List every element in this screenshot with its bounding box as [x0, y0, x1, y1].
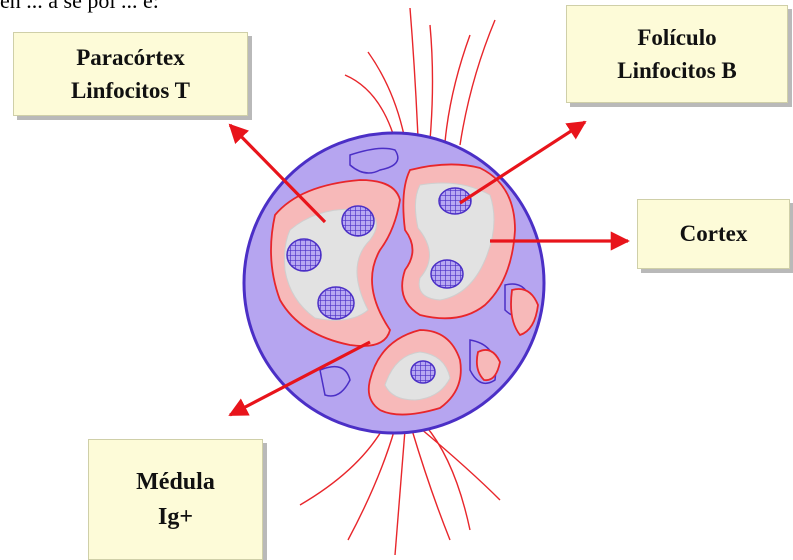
paracortex-line1: Paracórtex [76, 41, 185, 74]
medula-line1: Médula [136, 465, 215, 500]
label-paracortex: Paracórtex Linfocitos T [13, 32, 248, 116]
label-foliculo: Folículo Linfocitos B [566, 5, 788, 103]
foliculo-line1: Folículo [637, 21, 716, 54]
label-medula: Médula Ig+ [88, 439, 263, 560]
label-cortex: Cortex [637, 199, 790, 269]
top-vessels [345, 8, 495, 145]
medula-line2: Ig+ [158, 500, 193, 535]
bottom-vessels [300, 425, 500, 555]
paracortex-line2: Linfocitos T [71, 74, 190, 107]
cortex-line1: Cortex [680, 217, 748, 250]
foliculo-line2: Linfocitos B [617, 54, 736, 87]
